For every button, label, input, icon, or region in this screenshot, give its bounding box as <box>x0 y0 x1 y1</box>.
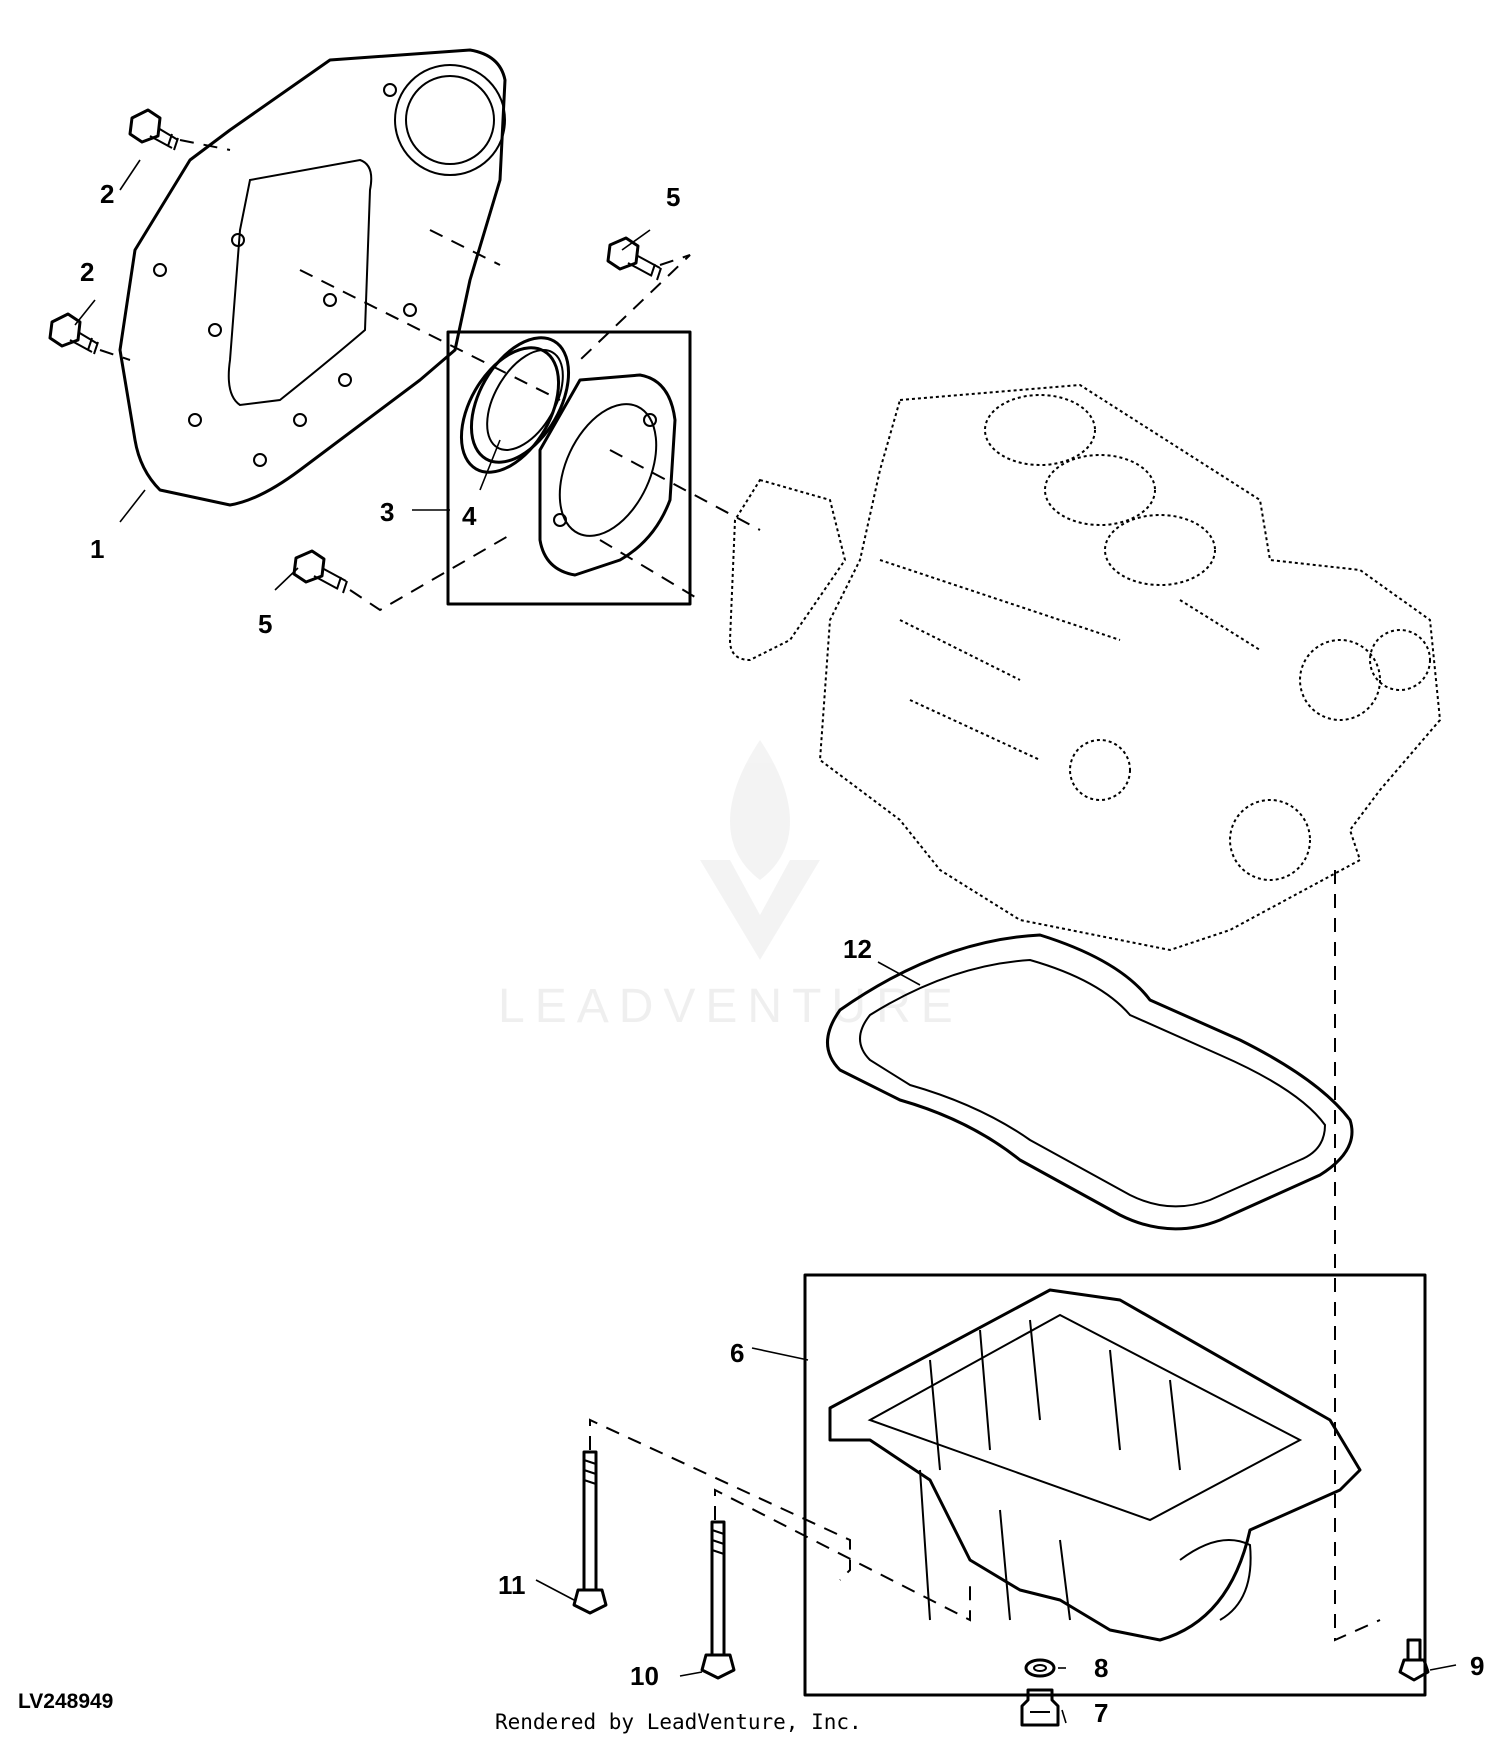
part-6-oil-pan-box <box>803 1273 1427 1697</box>
part-5-bolt-upper <box>606 236 662 281</box>
callout-10: 10 <box>630 1661 659 1691</box>
figure-id: LV248949 <box>18 1690 114 1713</box>
callout-3: 3 <box>380 497 394 527</box>
part-11-long-bolt <box>572 1450 608 1615</box>
part-3-seal-housing <box>538 373 677 577</box>
callout-12: 12 <box>843 934 872 964</box>
callout-8: 8 <box>1094 1653 1108 1683</box>
callout-6: 6 <box>730 1338 744 1368</box>
callout-5: 5 <box>666 182 680 212</box>
part-2-bolt-upper <box>128 108 179 151</box>
callout-1: 1 <box>90 534 104 564</box>
part-5-bolt-lower <box>292 549 348 594</box>
assembly-lines <box>99 139 1381 1642</box>
watermark-v-icon <box>700 860 820 960</box>
callouts: 1 2 2 3 4 5 5 6 7 8 9 10 11 12 <box>80 179 1484 1728</box>
part-2-bolt-lower <box>48 312 99 355</box>
render-credit: Rendered by LeadVenture, Inc. <box>495 1710 862 1734</box>
watermark: LEADVENTURE <box>498 740 963 1033</box>
callout-leaders <box>74 159 1457 1724</box>
callout-2: 2 <box>100 179 114 209</box>
part-8-washer <box>1024 1658 1056 1678</box>
callout-4: 4 <box>462 501 477 531</box>
part-4-seal-ring <box>459 336 571 474</box>
engine-block-phantom <box>728 383 1442 952</box>
callout-7: 7 <box>1094 1698 1108 1728</box>
part-3-kit-box <box>446 330 692 606</box>
callout-9: 9 <box>1470 1651 1484 1681</box>
watermark-flame-icon <box>730 740 790 880</box>
part-9-bolt <box>1398 1638 1430 1682</box>
part-1-housing-plate <box>118 48 507 507</box>
callout-11: 11 <box>498 1570 526 1600</box>
part-12-oil-pan-gasket <box>826 933 1354 1231</box>
callout-5: 5 <box>258 609 272 639</box>
part-6-oil-pan <box>828 1288 1362 1642</box>
part-7-drain-plug <box>1020 1688 1060 1727</box>
watermark-text: LEADVENTURE <box>498 980 963 1033</box>
callout-2: 2 <box>80 257 94 287</box>
part-10-long-bolt <box>700 1520 736 1680</box>
